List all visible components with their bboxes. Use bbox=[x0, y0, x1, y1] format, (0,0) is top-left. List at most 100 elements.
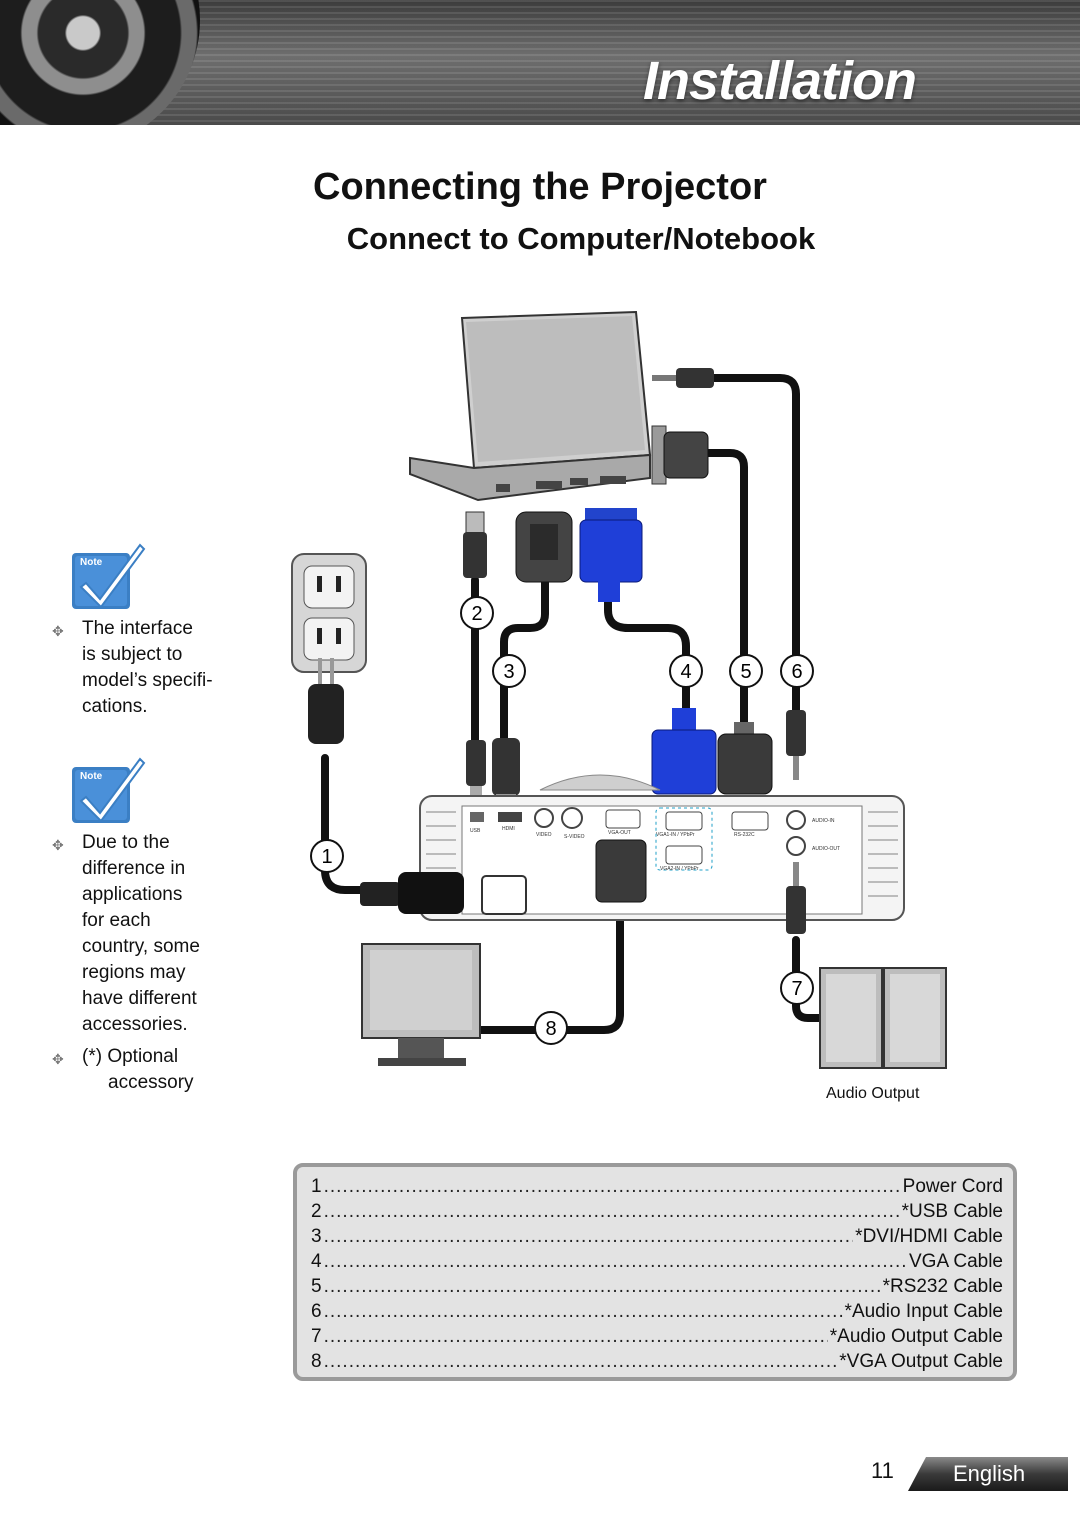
port-label: RS-232C bbox=[734, 832, 755, 838]
laptop-illustration bbox=[409, 310, 652, 502]
legend-row: 6 *Audio Input Cable bbox=[311, 1301, 1003, 1326]
legend-row: 2 *USB Cable bbox=[311, 1201, 1003, 1226]
svg-text:3: 3 bbox=[503, 661, 514, 683]
projector-lens-graphic bbox=[0, 0, 200, 125]
leader-dots bbox=[324, 1201, 900, 1223]
note-line: is subject to bbox=[82, 644, 183, 665]
dvi-plug-icon bbox=[515, 511, 573, 583]
legend-row: 7*Audio Output Cable bbox=[311, 1326, 1003, 1351]
audio-plug-projector bbox=[786, 710, 806, 780]
svg-text:8: 8 bbox=[545, 1018, 556, 1040]
power-connector-icon bbox=[360, 872, 464, 914]
note-line: The interface bbox=[82, 618, 193, 639]
speakers-icon bbox=[819, 967, 947, 1069]
note-badge-icon: Note bbox=[72, 543, 146, 609]
legend-number: 2 bbox=[311, 1201, 322, 1222]
page-title: Connecting the Projector bbox=[313, 166, 767, 208]
vga-plug-projector bbox=[651, 708, 717, 795]
port-label: VGA-OUT bbox=[608, 830, 631, 836]
wall-outlet-icon bbox=[291, 553, 367, 673]
vga-plug-icon bbox=[579, 508, 643, 602]
cable-legend: 1 Power Cord 2 *USB Cable 3 *DVI/HDMI Cable… bbox=[293, 1163, 1017, 1381]
leader-dots bbox=[324, 1251, 907, 1273]
callout-4: 4 bbox=[669, 654, 703, 688]
legend-cable-name: *Audio Input Cable bbox=[844, 1301, 1003, 1322]
note-line: accessory bbox=[108, 1072, 194, 1093]
port-label: S-VIDEO bbox=[564, 834, 585, 840]
leader-dots bbox=[324, 1326, 828, 1348]
legend-number: 3 bbox=[311, 1226, 322, 1247]
port-label: AUDIO-OUT bbox=[812, 846, 840, 852]
legend-number: 1 bbox=[311, 1176, 322, 1197]
svg-text:7: 7 bbox=[791, 978, 802, 1000]
port-label: VGA1-IN / YPbPr bbox=[656, 832, 695, 838]
section-title: Connect to Computer/Notebook bbox=[346, 221, 816, 256]
legend-row: 5 *RS232 Cable bbox=[311, 1276, 1003, 1301]
note-line: applications bbox=[82, 884, 183, 905]
legend-number: 5 bbox=[311, 1276, 322, 1297]
note-line: country, some bbox=[82, 936, 200, 957]
note-line: model’s specifi- bbox=[82, 670, 213, 691]
header-banner: Installation bbox=[0, 0, 1080, 125]
legend-row: 3 *DVI/HDMI Cable bbox=[311, 1226, 1003, 1251]
note-line: cations. bbox=[82, 696, 148, 717]
legend-row: 8*VGA Output Cable bbox=[311, 1351, 1003, 1376]
note-line: (*) Optional bbox=[82, 1046, 179, 1067]
svg-text:6: 6 bbox=[791, 661, 802, 683]
port-label: VGA2-IN / YPbPr bbox=[660, 866, 699, 872]
svg-text:2: 2 bbox=[471, 603, 482, 625]
note-badge-icon: Note bbox=[72, 757, 146, 823]
port-label: HDMI bbox=[502, 826, 515, 832]
bullet-icon: ✥ bbox=[52, 623, 64, 639]
legend-cable-name: Power Cord bbox=[902, 1176, 1003, 1197]
usb-plug-icon bbox=[463, 511, 487, 578]
callout-7: 7 bbox=[780, 971, 814, 1005]
legend-number: 4 bbox=[311, 1251, 322, 1272]
svg-text:4: 4 bbox=[680, 661, 691, 683]
callout-6: 6 bbox=[780, 654, 814, 688]
serial-connector-top bbox=[651, 425, 709, 485]
note-line: difference in bbox=[82, 858, 186, 879]
callout-3: 3 bbox=[492, 654, 526, 688]
bullet-icon: ✥ bbox=[52, 837, 64, 853]
leader-dots bbox=[324, 1226, 854, 1248]
note-1: ✥ The interface is subject to model’s sp… bbox=[52, 616, 262, 720]
note-line: accessories. bbox=[82, 1014, 188, 1035]
hdmi-plug-projector bbox=[492, 738, 520, 804]
callout-5: 5 bbox=[729, 654, 763, 688]
legend-cable-name: *USB Cable bbox=[901, 1201, 1003, 1222]
leader-dots bbox=[324, 1301, 843, 1323]
monitor-icon bbox=[361, 943, 481, 1066]
legend-row: 4 VGA Cable bbox=[311, 1251, 1003, 1276]
port-label: AUDIO-IN bbox=[812, 818, 835, 824]
callout-2: 2 bbox=[460, 596, 494, 630]
power-plug-icon bbox=[308, 658, 344, 744]
legend-cable-name: *DVI/HDMI Cable bbox=[855, 1226, 1003, 1247]
port-label: VIDEO bbox=[536, 832, 552, 838]
audio-output-label: Audio Output bbox=[826, 1085, 920, 1102]
page-number: 11 bbox=[871, 1458, 894, 1483]
legend-row: 1 Power Cord bbox=[311, 1176, 1003, 1201]
note-3: ✥ (*) Optional accessory bbox=[52, 1044, 262, 1096]
port-label: USB bbox=[470, 828, 481, 834]
legend-cable-name: VGA Cable bbox=[909, 1251, 1003, 1272]
legend-number: 8 bbox=[311, 1351, 322, 1372]
leader-dots bbox=[324, 1176, 901, 1198]
svg-text:USB HDMI VIDEO: USB HDMI VIDEO S-VIDEO VGA-OUT VGA1-IN /… bbox=[470, 818, 840, 872]
note-badge-label: Note bbox=[80, 771, 103, 782]
note-line: for each bbox=[82, 910, 151, 931]
callout-1: 1 bbox=[310, 839, 344, 873]
svg-text:5: 5 bbox=[740, 661, 751, 683]
legend-number: 6 bbox=[311, 1301, 322, 1322]
note-line: regions may bbox=[82, 962, 186, 983]
note-2: ✥ Due to the difference in applications … bbox=[52, 830, 262, 1038]
legend-cable-name: *RS232 Cable bbox=[882, 1276, 1003, 1297]
projector-illustration: USB HDMI VIDEO S-VIDEO VGA-OUT VGA1-IN /… bbox=[419, 774, 905, 921]
note-badge-label: Note bbox=[80, 557, 103, 568]
note-line: Due to the bbox=[82, 832, 170, 853]
language-tab bbox=[908, 1457, 1068, 1491]
usb-plug-projector bbox=[466, 740, 486, 800]
header-title: Installation bbox=[642, 51, 917, 111]
callout-8: 8 bbox=[534, 1011, 568, 1045]
audio-out-plug bbox=[786, 862, 806, 934]
